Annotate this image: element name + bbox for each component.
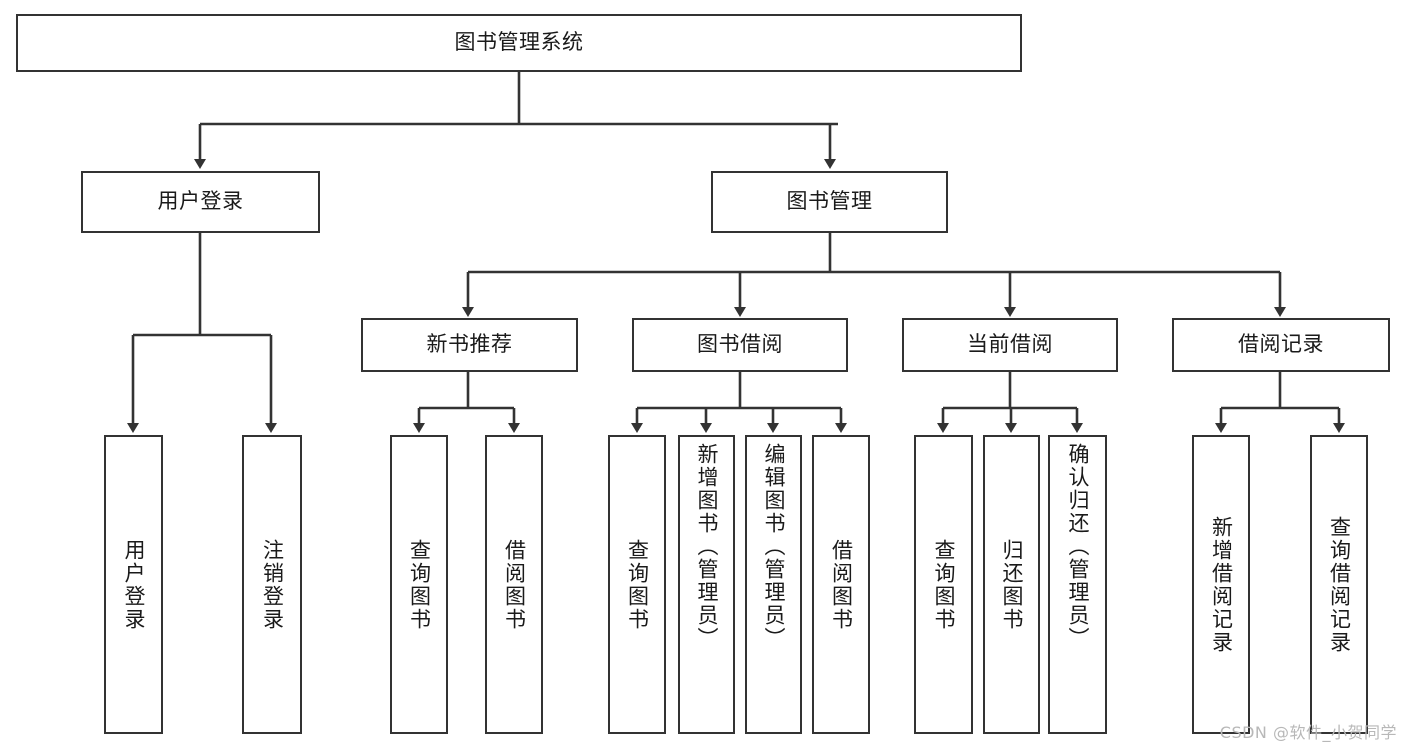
node-user-login[interactable]: 用户登录 (81, 171, 320, 233)
leaf-add-borrow-record[interactable]: 新增借阅记录 (1192, 435, 1250, 734)
node-book-borrow-label: 图书借阅 (697, 332, 783, 357)
leaf-borrow-book-recommend[interactable]: 借阅图书 (485, 435, 543, 734)
leaf-query-borrow-record-label: 查询借阅记录 (1327, 515, 1352, 654)
leaf-query-book-recommend[interactable]: 查询图书 (390, 435, 448, 734)
node-root-label: 图书管理系统 (454, 30, 584, 55)
leaf-logout-label: 注销登录 (260, 538, 285, 631)
leaf-query-book-borrow-label: 查询图书 (625, 538, 650, 631)
leaf-logout[interactable]: 注销登录 (242, 435, 302, 734)
node-root[interactable]: 图书管理系统 (16, 14, 1022, 72)
node-new-book-recommend-label: 新书推荐 (426, 332, 513, 357)
node-new-book-recommend[interactable]: 新书推荐 (361, 318, 578, 372)
leaf-confirm-return-admin[interactable]: 确认归还（管理员） (1048, 435, 1107, 734)
node-borrow-record[interactable]: 借阅记录 (1172, 318, 1390, 372)
leaf-query-book-recommend-label: 查询图书 (407, 538, 432, 631)
leaf-borrow-book[interactable]: 借阅图书 (812, 435, 870, 734)
node-current-borrow[interactable]: 当前借阅 (902, 318, 1118, 372)
node-book-management[interactable]: 图书管理 (711, 171, 948, 233)
leaf-return-book[interactable]: 归还图书 (983, 435, 1040, 734)
leaf-add-book-admin[interactable]: 新增图书（管理员） (678, 435, 735, 734)
leaf-query-book-borrow[interactable]: 查询图书 (608, 435, 666, 734)
node-book-management-label: 图书管理 (786, 189, 873, 214)
leaf-borrow-book-label: 借阅图书 (829, 538, 854, 631)
node-current-borrow-label: 当前借阅 (967, 332, 1053, 357)
node-borrow-record-label: 借阅记录 (1238, 332, 1324, 357)
leaf-edit-book-admin-label: 编辑图书（管理员） (762, 443, 786, 650)
leaf-query-borrow-record[interactable]: 查询借阅记录 (1310, 435, 1368, 734)
leaf-user-login[interactable]: 用户登录 (104, 435, 163, 734)
leaf-edit-book-admin[interactable]: 编辑图书（管理员） (745, 435, 802, 734)
leaf-add-borrow-record-label: 新增借阅记录 (1209, 515, 1234, 654)
leaf-add-book-admin-label: 新增图书（管理员） (695, 443, 719, 650)
leaf-borrow-book-recommend-label: 借阅图书 (502, 538, 527, 631)
leaf-user-login-label: 用户登录 (122, 538, 146, 631)
leaf-query-book-current[interactable]: 查询图书 (914, 435, 973, 734)
leaf-return-book-label: 归还图书 (1000, 538, 1024, 631)
leaf-query-book-current-label: 查询图书 (932, 538, 956, 631)
node-user-login-label: 用户登录 (157, 189, 244, 214)
node-book-borrow[interactable]: 图书借阅 (632, 318, 848, 372)
leaf-confirm-return-admin-label: 确认归还（管理员） (1066, 443, 1090, 650)
